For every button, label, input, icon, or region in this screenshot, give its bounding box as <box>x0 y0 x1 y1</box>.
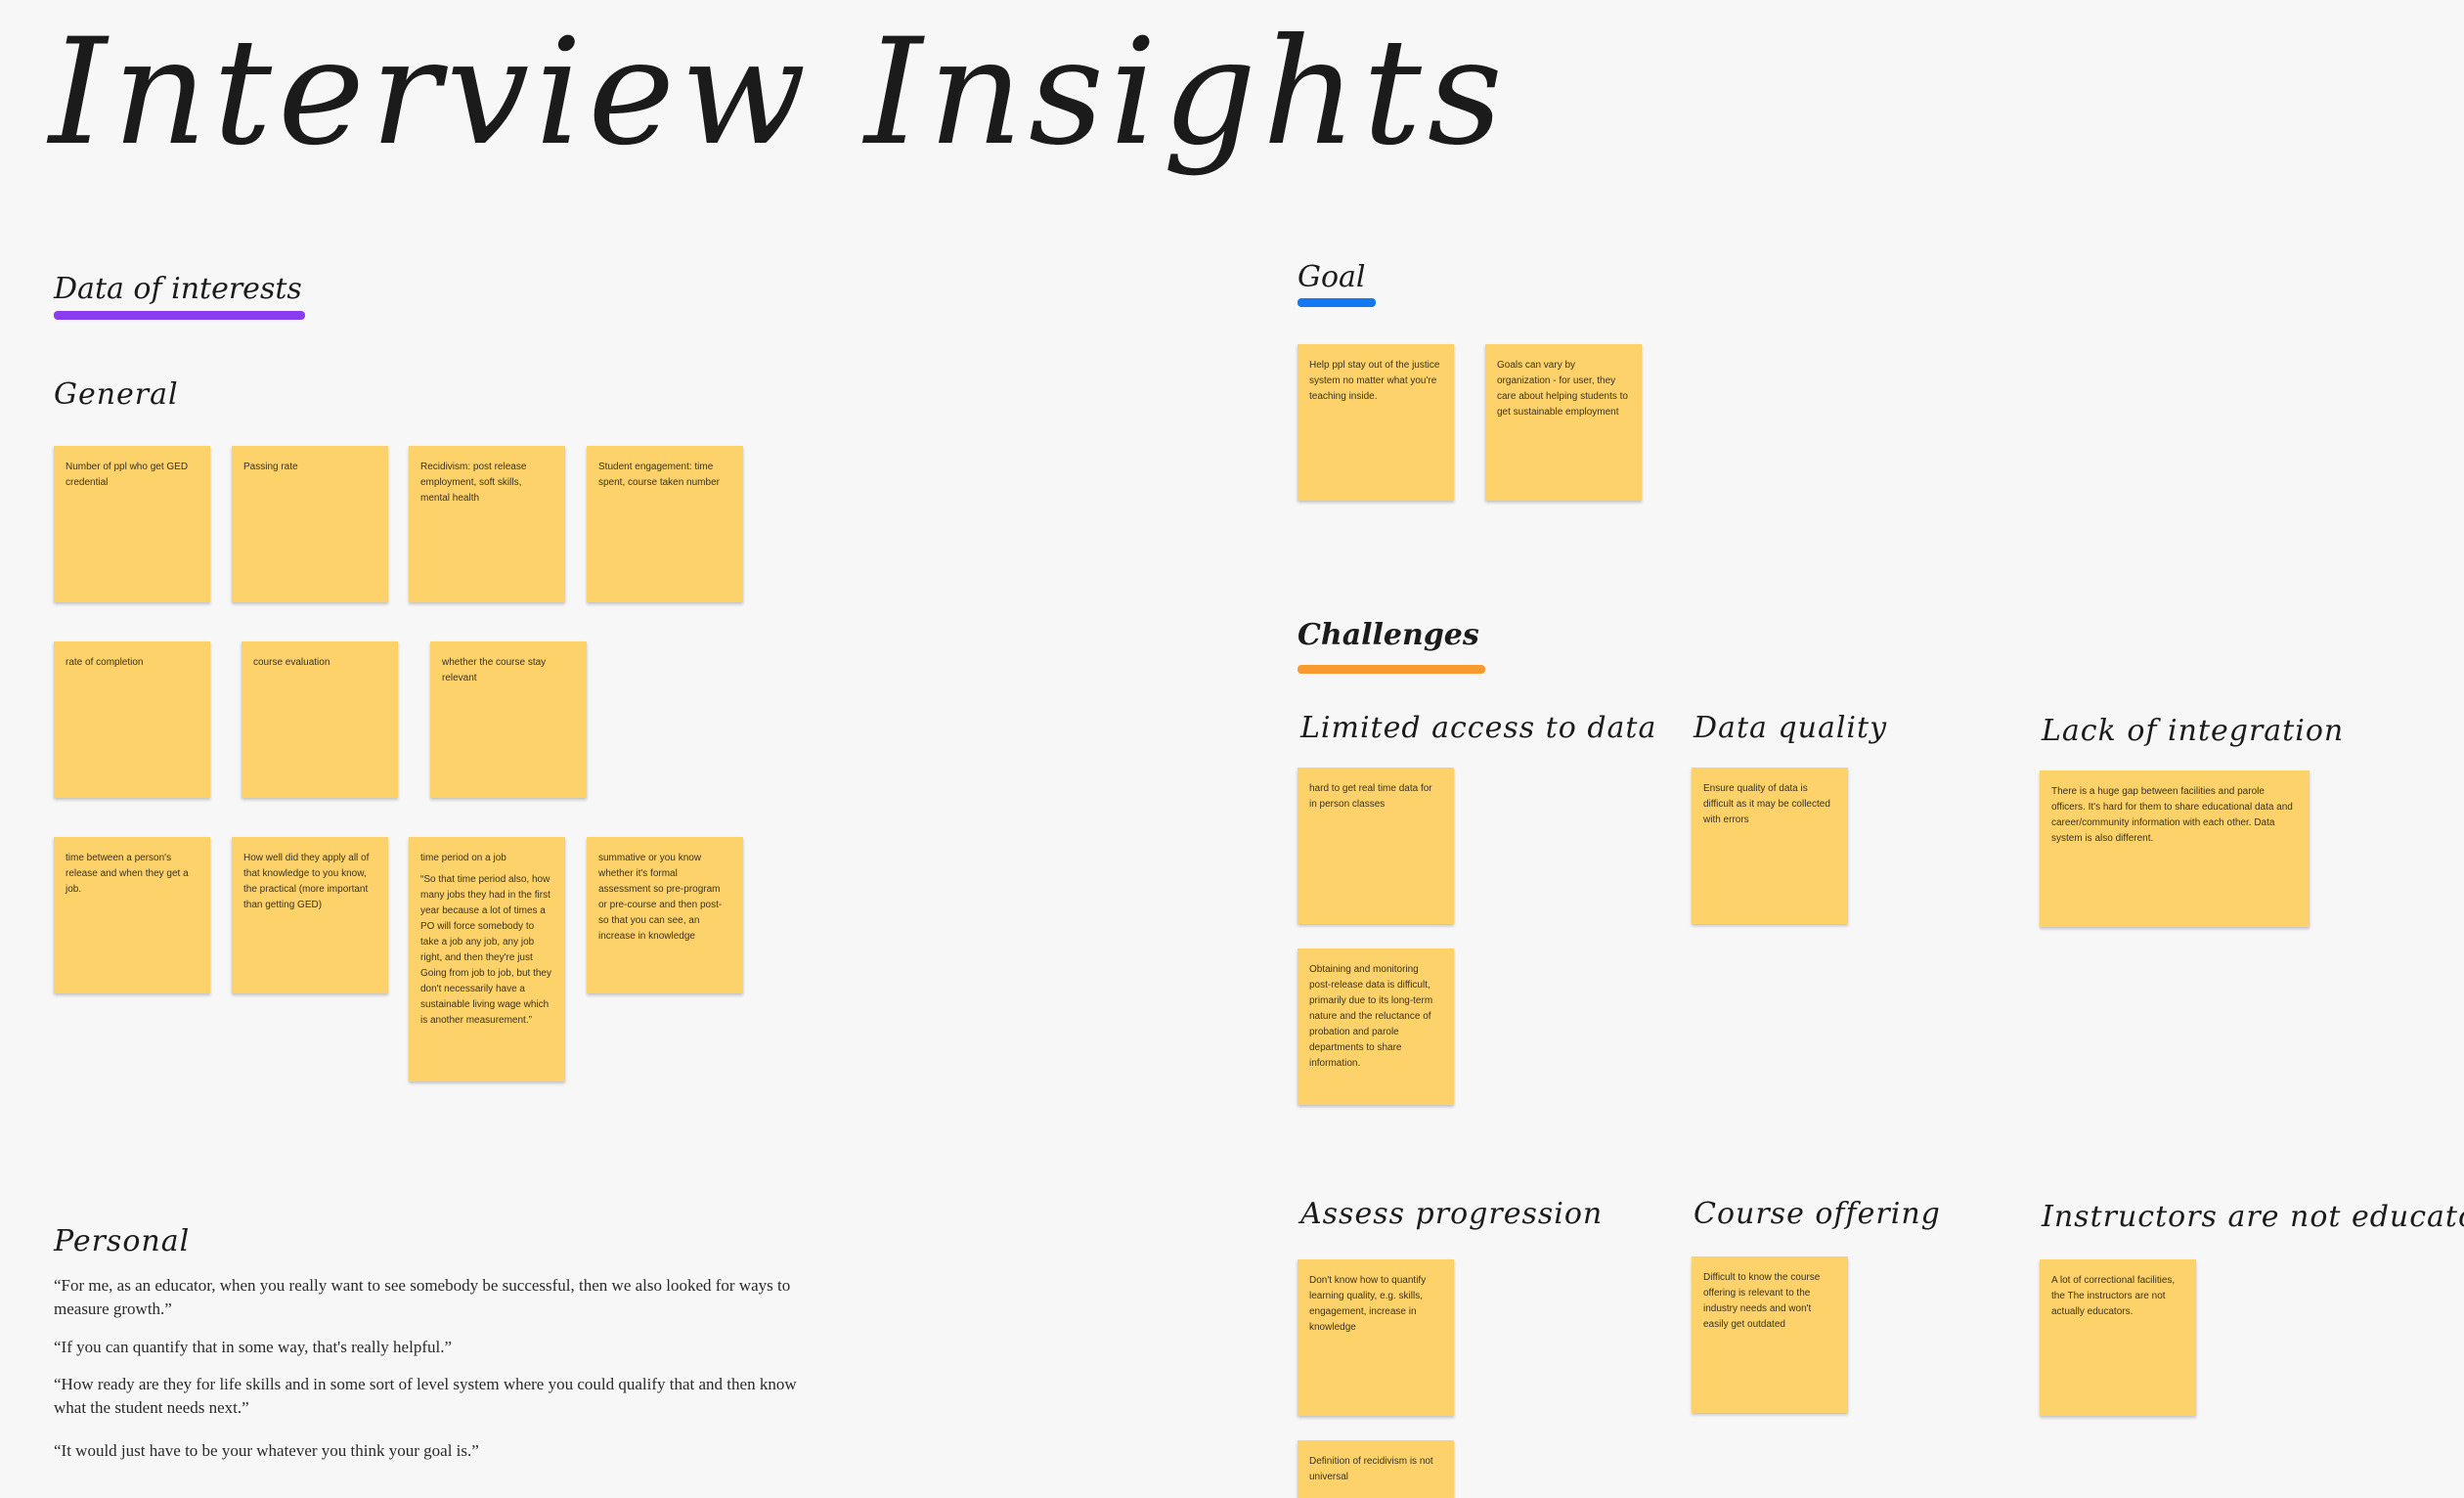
section-underline-blue <box>1298 298 1376 307</box>
sticky-note-text: Difficult to know the course offering is… <box>1703 1272 1821 1330</box>
sticky-note[interactable]: Definition of recidivism is not universa… <box>1298 1440 1454 1498</box>
sticky-note[interactable]: hard to get real time data for in person… <box>1298 768 1454 924</box>
sticky-note[interactable]: Student engagement: time spent, course t… <box>587 446 743 602</box>
sticky-note[interactable]: whether the course stay relevant <box>430 641 587 798</box>
sticky-note-text: Ensure quality of data is difficult as i… <box>1703 783 1830 825</box>
sticky-note-text: Student engagement: time spent, course t… <box>598 462 720 488</box>
section-underline-orange <box>1298 665 1485 674</box>
sticky-note-text: There is a huge gap between facilities a… <box>2051 786 2293 844</box>
sticky-note[interactable]: How well did they apply all of that know… <box>232 837 388 993</box>
page-title: Interview Insights <box>49 8 1509 178</box>
sticky-note-text: A lot of correctional facilities, the Th… <box>2051 1275 2176 1317</box>
sticky-note-text: time period on a job <box>420 853 506 863</box>
sticky-note[interactable]: Ensure quality of data is difficult as i… <box>1692 768 1848 924</box>
personal-quote: “If you can quantify that in some way, t… <box>54 1338 452 1356</box>
sticky-note-text: Help ppl stay out of the justice system … <box>1309 360 1440 402</box>
sticky-note-text: Don't know how to quantify learning qual… <box>1309 1275 1427 1333</box>
sticky-note[interactable]: Goals can vary by organization - for use… <box>1485 344 1642 501</box>
personal-quote: “For me, as an educator, when you really… <box>54 1276 791 1318</box>
subheading-course-offering: Course offering <box>1694 1197 1941 1231</box>
sticky-note[interactable]: rate of completion <box>54 641 210 798</box>
sticky-note-text: hard to get real time data for in person… <box>1309 783 1432 810</box>
sticky-note[interactable]: summative or you know whether it's forma… <box>587 837 743 993</box>
section-heading-goal: Goal <box>1298 260 1366 294</box>
subheading-assess-progression: Assess progression <box>1300 1197 1604 1231</box>
sticky-note[interactable]: Obtaining and monitoring post-release da… <box>1298 948 1454 1105</box>
sticky-note-text: whether the course stay relevant <box>442 657 547 683</box>
sticky-note-text: Number of ppl who get GED credential <box>66 462 189 488</box>
sticky-note-text: Goals can vary by organization - for use… <box>1497 360 1628 418</box>
personal-quote: “It would just have to be your whatever … <box>54 1441 479 1460</box>
subheading-limited-access: Limited access to data <box>1300 711 1657 745</box>
section-heading-challenges: Challenges <box>1298 618 1479 652</box>
sticky-note-text: How well did they apply all of that know… <box>243 853 370 910</box>
sticky-note-text: summative or you know whether it's forma… <box>598 853 723 942</box>
subheading-personal: Personal <box>54 1224 191 1258</box>
section-underline-purple <box>54 311 305 320</box>
sticky-note[interactable]: time between a person's release and when… <box>54 837 210 993</box>
sticky-note-text: time between a person's release and when… <box>66 853 189 895</box>
sticky-note-text: course evaluation <box>253 657 330 668</box>
sticky-note-text: rate of completion <box>66 657 144 668</box>
section-heading-data-of-interests: Data of interests <box>54 272 302 306</box>
sticky-note[interactable]: Recidivism: post release employment, sof… <box>409 446 565 602</box>
sticky-note[interactable]: Don't know how to quantify learning qual… <box>1298 1259 1454 1416</box>
sticky-note[interactable]: Passing rate <box>232 446 388 602</box>
sticky-note[interactable]: Help ppl stay out of the justice system … <box>1298 344 1454 501</box>
sticky-note[interactable]: A lot of correctional facilities, the Th… <box>2040 1259 2196 1416</box>
sticky-note-quote: “So that time period also, how many jobs… <box>420 874 551 1026</box>
sticky-note-wide[interactable]: There is a huge gap between facilities a… <box>2040 771 2310 927</box>
sticky-note-text: Definition of recidivism is not universa… <box>1309 1456 1433 1482</box>
sticky-note[interactable]: course evaluation <box>242 641 398 798</box>
sticky-note-text: Passing rate <box>243 462 298 472</box>
sticky-note-text: Obtaining and monitoring post-release da… <box>1309 964 1433 1069</box>
subheading-data-quality: Data quality <box>1694 711 1888 745</box>
sticky-note[interactable]: Number of ppl who get GED credential <box>54 446 210 602</box>
sticky-note-tall[interactable]: time period on a job “So that time perio… <box>409 837 565 1081</box>
subheading-instructors: Instructors are not educators <box>2042 1200 2464 1234</box>
sticky-note-text: Recidivism: post release employment, sof… <box>420 462 527 504</box>
sticky-note[interactable]: Difficult to know the course offering is… <box>1692 1256 1848 1413</box>
subheading-general: General <box>54 377 179 412</box>
personal-quote: “How ready are they for life skills and … <box>54 1375 797 1417</box>
subheading-lack-of-integration: Lack of integration <box>2042 714 2345 748</box>
